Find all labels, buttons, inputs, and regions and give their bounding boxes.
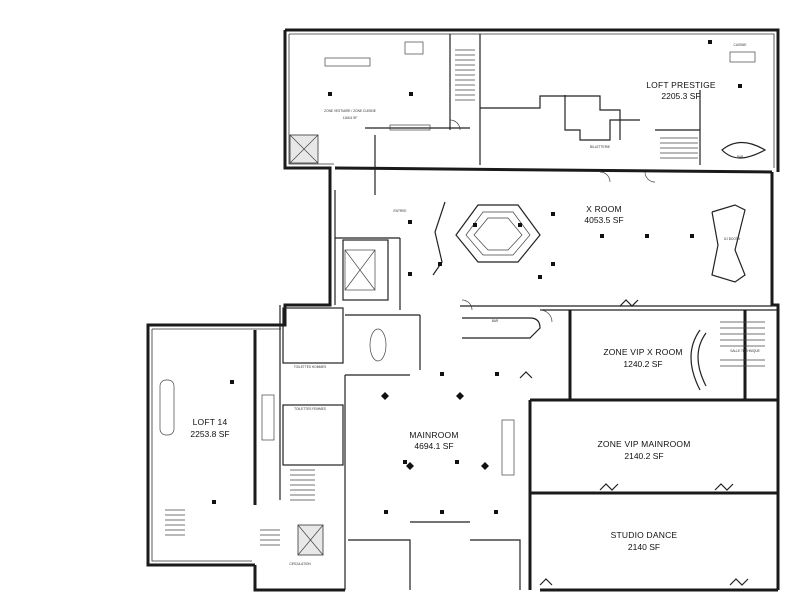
outer-walls xyxy=(146,28,780,592)
toilettes-femmes-label: TOILETTES FEMMES xyxy=(294,407,326,411)
room-area-loft-14: 2253.8 SF xyxy=(190,429,229,439)
room-area-zone-vip-x-room: 1240.2 SF xyxy=(623,359,662,369)
room-name-zone-vip-x-room: ZONE VIP X ROOM xyxy=(603,347,682,357)
toilettes-hommes-label: TOILETTES HOMMES xyxy=(294,365,327,369)
hatched-areas xyxy=(289,134,376,556)
diamond-markers xyxy=(381,392,489,470)
room-labels: LOFT PRESTIGE 2205.3 SF X ROOM 4053.5 SF… xyxy=(190,80,716,552)
room-name-zone-vip-mainroom: ZONE VIP MAINROOM xyxy=(598,439,691,449)
stairs xyxy=(165,49,765,546)
salle-technique-label: SALLE TECHNIQUE xyxy=(730,349,760,353)
room-name-x-room: X ROOM xyxy=(586,204,622,214)
zone-vestiaire-label: ZONE VESTIAIRE / ZONE CUISINE xyxy=(324,109,376,113)
room-area-x-room: 4053.5 SF xyxy=(584,215,623,225)
entree-label: ENTREE xyxy=(394,209,407,213)
room-area-loft-prestige: 2205.3 SF xyxy=(661,91,700,101)
billetterie-label: BILLETTERIE xyxy=(590,145,610,149)
bar-label-xroom: BAR xyxy=(492,319,499,323)
fixtures xyxy=(159,41,767,476)
circulation-label: CIRCULATION xyxy=(289,562,311,566)
room-name-loft-14: LOFT 14 xyxy=(193,417,228,427)
bar-label-prestige: BAR xyxy=(737,155,744,159)
room-name-studio-dance: STUDIO DANCE xyxy=(611,530,678,540)
room-area-mainroom: 4694.1 SF xyxy=(414,441,453,451)
columns xyxy=(212,40,742,514)
room-area-studio-dance: 2140 SF xyxy=(628,542,660,552)
room-name-mainroom: MAINROOM xyxy=(409,430,458,440)
doors xyxy=(449,119,749,586)
dj-booth-label: DJ BOOTH xyxy=(724,237,741,241)
cuisine-label: CUISINE xyxy=(734,43,747,47)
room-name-loft-prestige: LOFT PRESTIGE xyxy=(646,80,716,90)
zone-vestiaire-area: 1166.6 SF xyxy=(343,116,358,120)
interior-walls xyxy=(253,34,778,590)
small-labels: ZONE VESTIAIRE / ZONE CUISINE 1166.6 SF … xyxy=(289,43,759,566)
room-area-zone-vip-mainroom: 2140.2 SF xyxy=(624,451,663,461)
